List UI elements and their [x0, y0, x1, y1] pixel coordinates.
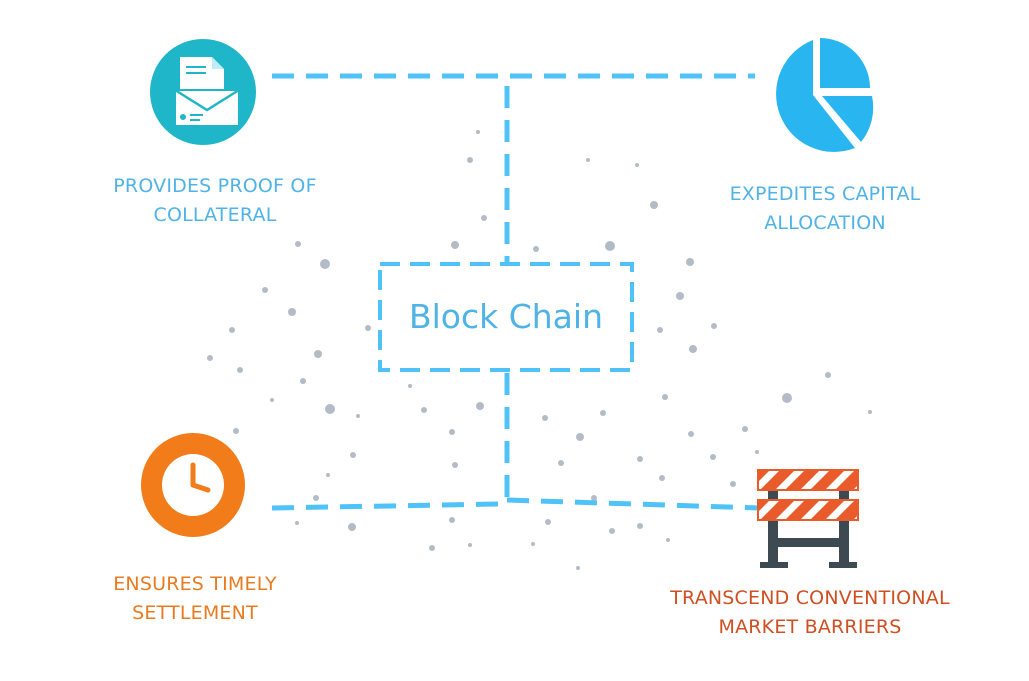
connector-bottom-left — [271, 501, 501, 511]
decorative-dot-30 — [356, 414, 360, 418]
capital-allocation-label: EXPEDITES CAPITAL ALLOCATION — [660, 180, 990, 238]
proof-of-collateral-label: PROVIDES PROOF OF COLLATERAL — [60, 172, 370, 230]
barriers-label-line2: MARKET BARRIERS — [718, 616, 902, 638]
road-barrier-icon — [757, 469, 859, 568]
decorative-dot-63 — [365, 325, 371, 331]
decorative-dot-56 — [730, 481, 736, 487]
decorative-dot-1 — [476, 130, 480, 134]
proof-label-line2: COLLATERAL — [153, 204, 277, 226]
decorative-dot-40 — [545, 519, 551, 525]
block-chain-label: Block Chain — [408, 297, 603, 336]
decorative-dot-57 — [755, 450, 759, 454]
decorative-dot-19 — [320, 259, 330, 269]
decorative-dot-55 — [637, 456, 643, 462]
settlement-label-line2: SETTLEMENT — [132, 602, 258, 624]
decorative-dot-28 — [270, 398, 274, 402]
decorative-dot-7 — [635, 163, 639, 167]
decorative-dot-54 — [666, 538, 670, 542]
market-barriers-label: TRANSCEND CONVENTIONAL MARKET BARRIERS — [630, 584, 990, 642]
decorative-dot-0 — [467, 157, 473, 163]
decorative-dot-33 — [326, 473, 330, 477]
timely-settlement-label: ENSURES TIMELY SETTLEMENT — [40, 570, 350, 628]
decorative-dot-16 — [688, 431, 694, 437]
clock-icon — [141, 433, 245, 537]
barriers-label-line1: TRANSCEND CONVENTIONAL — [670, 587, 950, 609]
decorative-dot-32 — [350, 452, 356, 458]
decorative-dot-13 — [782, 393, 792, 403]
connector-lines — [271, 73, 761, 511]
decorative-dot-12 — [689, 345, 697, 353]
decorative-dot-45 — [542, 415, 548, 421]
decorative-dot-35 — [295, 521, 299, 525]
decorative-dot-25 — [207, 355, 213, 361]
decorative-dot-49 — [452, 462, 458, 468]
decorative-dot-41 — [531, 542, 535, 546]
decorative-dot-42 — [576, 433, 584, 441]
decorative-dot-51 — [576, 566, 580, 570]
decorative-dot-31 — [233, 428, 239, 434]
decorative-dot-17 — [710, 454, 716, 460]
decorative-dot-20 — [295, 241, 301, 247]
capital-label-line2: ALLOCATION — [764, 212, 886, 234]
pie-chart-icon — [776, 38, 874, 152]
decorative-dot-37 — [449, 517, 455, 523]
document-envelope-icon — [150, 39, 256, 145]
decorative-dot-34 — [313, 495, 319, 501]
decorative-dot-46 — [476, 402, 484, 410]
decorative-dot-36 — [348, 523, 356, 531]
decorative-dot-43 — [558, 460, 564, 466]
decorative-dot-48 — [421, 407, 427, 413]
decorative-dot-47 — [449, 429, 455, 435]
decorative-dot-59 — [825, 372, 831, 378]
decorative-dot-5 — [605, 241, 615, 251]
decorative-dot-18 — [659, 475, 665, 481]
decorative-dot-53 — [637, 523, 643, 529]
decorative-dot-10 — [676, 292, 684, 300]
decorative-dot-6 — [586, 158, 590, 162]
capital-label-line1: EXPEDITES CAPITAL — [729, 183, 921, 205]
decorative-dot-38 — [429, 545, 435, 551]
decorative-dot-50 — [591, 495, 597, 501]
decorative-dot-39 — [468, 543, 472, 547]
decorative-dot-52 — [609, 528, 615, 534]
decorative-dot-3 — [451, 241, 459, 249]
decorative-dot-8 — [650, 201, 658, 209]
proof-label-line1: PROVIDES PROOF OF — [113, 175, 317, 197]
decorative-dot-60 — [408, 384, 412, 388]
decorative-dot-23 — [229, 327, 235, 333]
decorative-dot-24 — [314, 350, 322, 358]
decorative-dot-9 — [686, 258, 694, 266]
block-chain-box — [378, 262, 634, 372]
decorative-dot-22 — [288, 308, 296, 316]
connector-bottom-right — [506, 497, 761, 511]
decorative-dot-26 — [237, 367, 243, 373]
settlement-label-line1: ENSURES TIMELY — [113, 573, 277, 595]
decorative-dot-11 — [711, 323, 717, 329]
decorative-dot-29 — [325, 404, 335, 414]
decorative-dot-21 — [262, 287, 268, 293]
decorative-dot-14 — [742, 426, 748, 432]
scattered-dots — [207, 130, 872, 570]
decorative-dot-44 — [600, 410, 606, 416]
decorative-dot-27 — [300, 378, 306, 384]
decorative-dot-15 — [662, 394, 668, 400]
decorative-dot-2 — [481, 215, 487, 221]
decorative-dot-62 — [657, 327, 663, 333]
decorative-dot-58 — [868, 410, 872, 414]
decorative-dot-4 — [533, 246, 539, 252]
